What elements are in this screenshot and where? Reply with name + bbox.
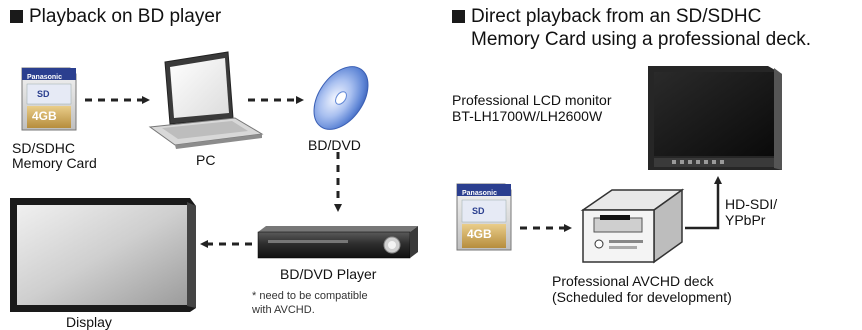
sd-card-label-line1: SD/SDHC xyxy=(12,140,76,156)
lcd-monitor-icon xyxy=(648,66,782,170)
player-label: BD/DVD Player xyxy=(280,266,377,282)
compatibility-note-line1: * need to be compatible xyxy=(252,290,368,302)
sd-card-brand-right: Panasonic xyxy=(462,190,498,197)
right-section-heading-line1: Direct playback from an SD/SDHC xyxy=(452,6,761,28)
sd-card-label-line2: Memory Card xyxy=(12,155,97,171)
svg-text:SD: SD xyxy=(472,206,485,216)
deck-label-line2: (Scheduled for development) xyxy=(552,289,732,305)
heading-bullet-icon xyxy=(452,10,465,23)
sd-card-capacity-right: 4GB xyxy=(467,227,492,241)
sd-card-icon-left: SD xyxy=(21,67,77,131)
avchd-deck-icon xyxy=(580,188,685,264)
sd-card-brand-left: Panasonic xyxy=(27,74,63,81)
display-label: Display xyxy=(66,314,112,330)
pc-label: PC xyxy=(196,152,216,168)
heading-bullet-icon xyxy=(10,10,23,23)
connection-label-line2: YPbPr xyxy=(725,212,766,228)
deck-label-line1: Professional AVCHD deck xyxy=(552,273,714,289)
monitor-label-line1: Professional LCD monitor xyxy=(452,92,612,108)
monitor-label-line2: BT-LH1700W/LH2600W xyxy=(452,108,603,124)
disc-icon xyxy=(313,66,369,130)
svg-text:SD: SD xyxy=(37,89,50,99)
bd-player-icon xyxy=(257,226,418,259)
right-section-heading-line2: Memory Card using a professional deck. xyxy=(471,29,812,50)
disc-label: BD/DVD xyxy=(308,137,361,153)
left-section-heading: Playback on BD player xyxy=(10,6,221,28)
sd-card-icon-right: SD xyxy=(456,183,512,251)
compatibility-note-line2: with AVCHD. xyxy=(252,304,315,316)
arrow-deck-to-monitor xyxy=(685,176,722,230)
sd-card-capacity-left: 4GB xyxy=(32,109,57,123)
display-icon xyxy=(10,198,196,312)
laptop-icon xyxy=(148,51,264,149)
connection-label-line1: HD-SDI/ xyxy=(725,196,778,212)
